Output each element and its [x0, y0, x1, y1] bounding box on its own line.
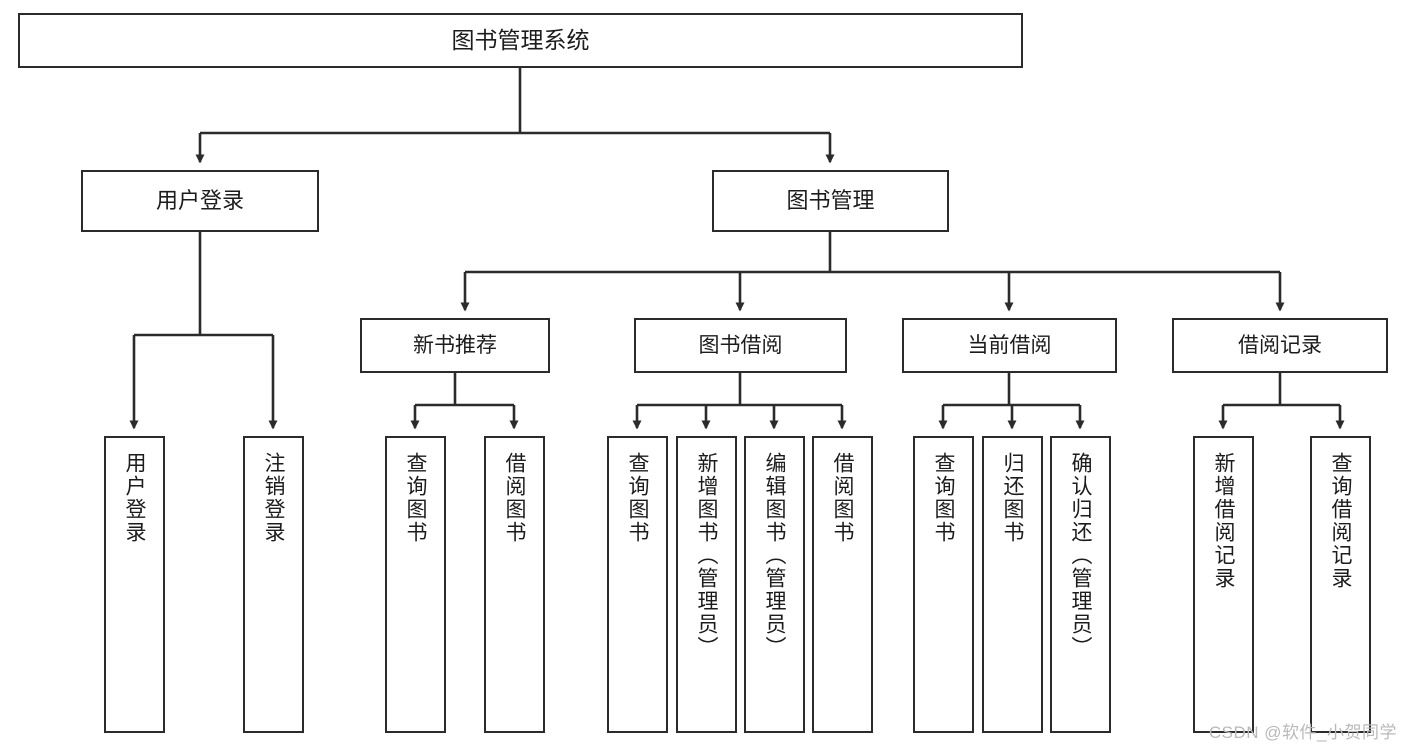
- node-label: 借阅图书: [503, 452, 526, 544]
- node-new-book-recommendation[interactable]: 新书推荐: [360, 318, 550, 373]
- leaf-query-book-current[interactable]: 查询图书: [913, 436, 974, 733]
- node-book-management[interactable]: 图书管理: [712, 170, 949, 232]
- node-label: 查询图书: [626, 452, 649, 544]
- node-label: 用户登录: [155, 187, 244, 213]
- leaf-query-book-borrowing[interactable]: 查询图书: [607, 436, 668, 733]
- leaf-add-borrow-record[interactable]: 新增借阅记录: [1193, 436, 1254, 733]
- node-label: 查询图书: [932, 452, 955, 544]
- node-label: 当前借阅: [967, 333, 1052, 357]
- node-label: 借阅图书: [831, 452, 854, 544]
- leaf-query-book-newbook[interactable]: 查询图书: [385, 436, 446, 733]
- leaf-borrow-book-borrowing[interactable]: 借阅图书: [812, 436, 873, 733]
- node-label: 查询图书: [404, 452, 427, 544]
- node-label: 图书借阅: [698, 333, 783, 357]
- leaf-user-login[interactable]: 用户登录: [104, 436, 165, 733]
- node-label: 确认归还（管理员）: [1069, 452, 1092, 659]
- node-root-system[interactable]: 图书管理系统: [18, 13, 1023, 68]
- node-book-borrowing[interactable]: 图书借阅: [634, 318, 847, 373]
- node-label: 借阅记录: [1238, 333, 1322, 357]
- node-label: 新增借阅记录: [1212, 452, 1235, 590]
- node-label: 注销登录: [262, 452, 285, 544]
- node-borrowing-record[interactable]: 借阅记录: [1172, 318, 1388, 373]
- leaf-logout[interactable]: 注销登录: [243, 436, 304, 733]
- node-current-borrowing[interactable]: 当前借阅: [902, 318, 1117, 373]
- node-label: 新增图书（管理员）: [695, 452, 718, 659]
- leaf-return-book[interactable]: 归还图书: [982, 436, 1043, 733]
- node-label: 图书管理: [786, 187, 875, 213]
- leaf-add-book-admin[interactable]: 新增图书（管理员）: [676, 436, 737, 733]
- node-label: 用户登录: [123, 452, 146, 544]
- leaf-borrow-book-newbook[interactable]: 借阅图书: [484, 436, 545, 733]
- node-label: 归还图书: [1001, 452, 1024, 544]
- node-user-login[interactable]: 用户登录: [81, 170, 319, 232]
- node-label: 新书推荐: [413, 333, 497, 357]
- node-label: 编辑图书（管理员）: [763, 452, 786, 659]
- node-label: 图书管理系统: [451, 26, 590, 53]
- node-label: 查询借阅记录: [1329, 452, 1352, 590]
- leaf-confirm-return-admin[interactable]: 确认归还（管理员）: [1050, 436, 1111, 733]
- leaf-edit-book-admin[interactable]: 编辑图书（管理员）: [744, 436, 805, 733]
- leaf-query-borrow-record[interactable]: 查询借阅记录: [1310, 436, 1371, 733]
